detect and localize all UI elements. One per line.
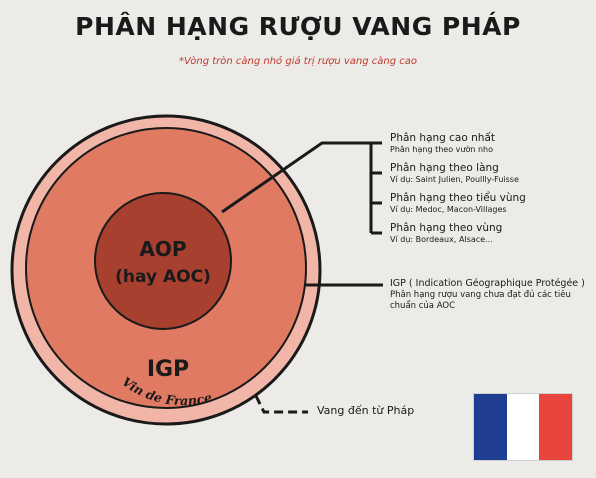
aop-level-1-title: Phân hạng cao nhất (390, 132, 495, 144)
flag-red-stripe (539, 394, 573, 460)
flag-blue-stripe (474, 394, 507, 460)
aop-level-2: Phân hạng theo làng Ví dụ: Saint Julien,… (390, 162, 519, 185)
aop-level-1: Phân hạng cao nhất Phân hạng theo vườn n… (390, 132, 495, 155)
aop-level-1-desc: Phân hạng theo vườn nho (390, 145, 493, 154)
aop-core (94, 192, 232, 330)
aop-level-4-desc: Ví dụ: Bordeaux, Alsace... (390, 235, 493, 244)
aop-label: AOP (139, 237, 186, 261)
vin-note: Vang đến từ Pháp (317, 404, 415, 417)
aoc-label: (hay AOC) (115, 267, 211, 287)
aop-level-3-title: Phân hạng theo tiểu vùng (390, 192, 526, 204)
igp-note-desc: Phân hạng rượu vang chưa đạt đủ các tiêu… (390, 290, 571, 311)
aop-level-3: Phân hạng theo tiểu vùng Ví dụ: Medoc, M… (390, 192, 526, 215)
aop-level-2-title: Phân hạng theo làng (390, 162, 499, 174)
flag-white-stripe (506, 394, 540, 460)
aop-level-4: Phân hạng theo vùng Ví dụ: Bordeaux, Als… (390, 222, 502, 245)
france-flag-icon (474, 394, 573, 460)
aop-level-4-title: Phân hạng theo vùng (390, 222, 503, 234)
igp-note: IGP ( Indication Géographique Protégée )… (390, 277, 590, 312)
aop-level-3-desc: Ví dụ: Medoc, Macon-Villages (390, 205, 507, 214)
aop-level-2-desc: Ví dụ: Saint Julien, Poullly-Fuisse (390, 175, 519, 184)
igp-label: IGP (147, 357, 189, 382)
aop-connector-line (221, 141, 382, 214)
page-title: PHÂN HẠNG RƯỢU VANG PHÁP (75, 12, 521, 41)
page-subtitle: *Vòng tròn càng nhỏ giá trị rượu vang cà… (178, 56, 418, 67)
igp-note-title: IGP ( Indication Géographique Protégée ) (390, 278, 585, 289)
vin-connector-line (254, 395, 308, 414)
